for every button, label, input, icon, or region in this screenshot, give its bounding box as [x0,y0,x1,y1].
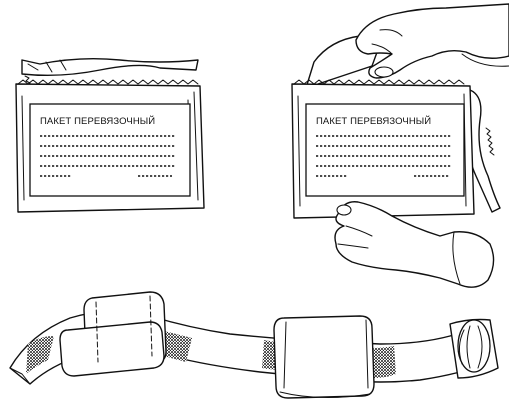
absorbent-shading [26,336,54,374]
pad-right [273,315,375,399]
bandage-with-pads [9,291,499,399]
packet-label: ПАКЕТ ПЕРЕВЯЗОЧНЫЙ [40,115,155,127]
label-frame-right [305,103,465,197]
sealed-packet: ПАКЕТ ПЕРЕВЯЗОЧНЫЙ [15,57,205,213]
label-frame [29,103,191,197]
packet-label-right: ПАКЕТ ПЕРЕВЯЗОЧНЫЙ [316,115,431,127]
label-text-lines [40,135,176,177]
lower-hand [334,201,495,288]
bandage-roll [449,318,499,379]
label-text-lines-right [316,135,452,177]
pad-left [59,291,167,377]
opened-packet: ПАКЕТ ПЕРЕВЯЗОЧНЫЙ [291,3,509,288]
torn-strip [21,57,199,77]
upper-hand [355,3,509,79]
